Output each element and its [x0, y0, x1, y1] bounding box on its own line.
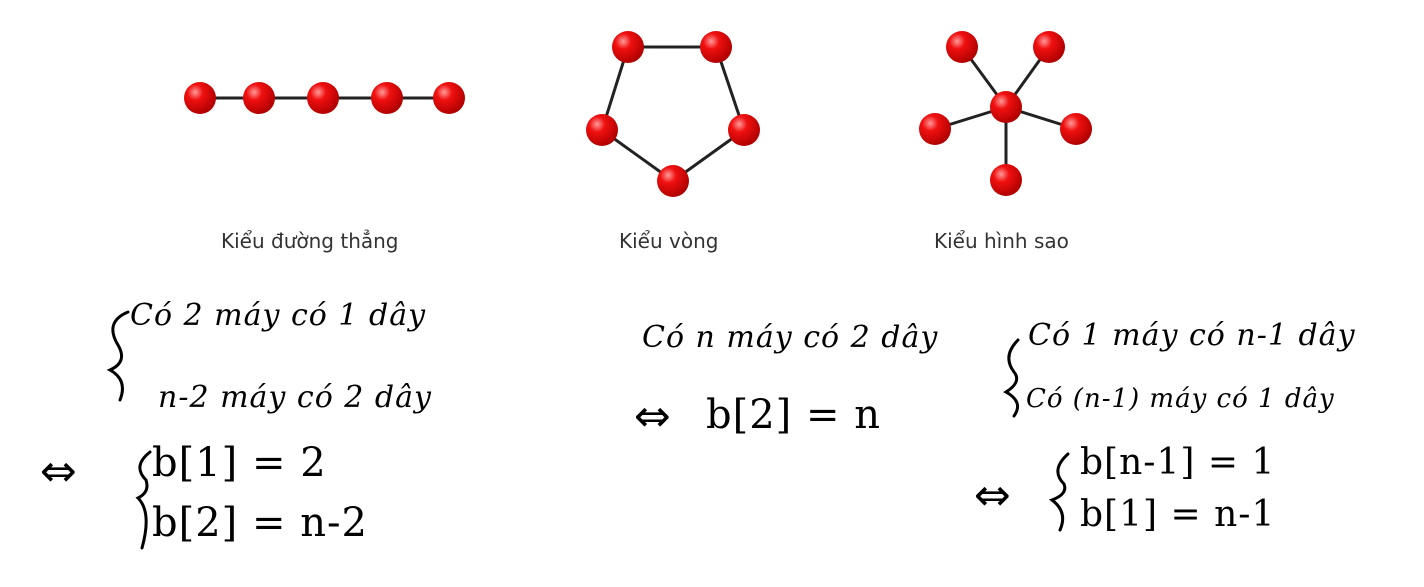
caption-line: Kiểu đường thẳng — [221, 229, 399, 253]
caption-ring: Kiểu vòng — [619, 229, 719, 253]
eq-star-1: b[n-1] = 1 — [1080, 442, 1276, 483]
handwritten-braces — [106, 310, 1070, 550]
equivalence-arrow-ring: ⇔ — [634, 391, 671, 442]
eq-line-2: b[2] = n-2 — [152, 500, 368, 546]
note-star-1: Có 1 máy có n-1 dây — [1028, 318, 1356, 353]
ring-node — [612, 31, 644, 63]
line-node — [184, 82, 216, 114]
note-line-1: Có 2 máy có 1 dây — [130, 298, 427, 333]
ring-edges — [600, 45, 746, 183]
brace-line-eq — [135, 450, 152, 550]
note-star-2: Có (n-1) máy có 1 dây — [1026, 384, 1335, 414]
star-node — [946, 31, 978, 63]
eq-line-1: b[1] = 2 — [152, 440, 327, 486]
note-line-2: n-2 máy có 2 dây — [158, 380, 432, 415]
ring-node — [728, 114, 760, 146]
eq-star-2: b[1] = n-1 — [1080, 494, 1276, 535]
line-node — [243, 82, 275, 114]
star-node — [990, 164, 1022, 196]
brace-line-notes — [106, 310, 130, 402]
note-ring-1: Có n máy có 2 dây — [642, 320, 939, 355]
ring-node — [700, 31, 732, 63]
line-node — [433, 82, 465, 114]
star-node — [1060, 113, 1092, 145]
caption-star: Kiểu hình sao — [934, 229, 1069, 253]
equivalence-arrow-line: ⇔ — [40, 446, 77, 497]
brace-star-eq — [1048, 452, 1070, 532]
ring-node — [586, 114, 618, 146]
brace-star-notes — [1003, 338, 1020, 418]
ring-topology — [586, 31, 760, 197]
line-node — [371, 82, 403, 114]
line-topology — [184, 82, 465, 114]
line-node — [307, 82, 339, 114]
star-topology — [919, 31, 1092, 196]
equivalence-arrow-star: ⇔ — [974, 470, 1011, 521]
star-node — [1033, 31, 1065, 63]
star-hub-node — [990, 91, 1022, 123]
ring-node — [657, 165, 689, 197]
star-node — [919, 113, 951, 145]
eq-ring-1: b[2] = n — [706, 392, 881, 438]
